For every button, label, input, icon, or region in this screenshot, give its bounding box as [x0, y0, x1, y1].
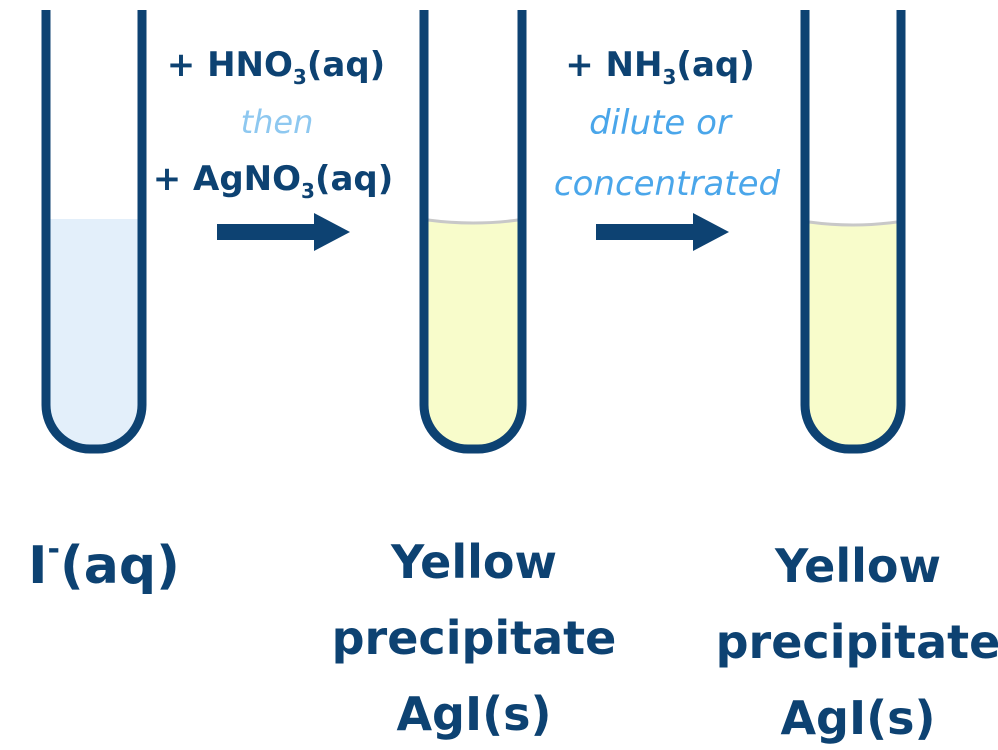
concentrated-note: concentrated: [554, 164, 781, 204]
yellow-precipitate: [809, 222, 897, 445]
svg-text:AgI(s): AgI(s): [396, 687, 551, 741]
meniscus: [808, 220, 898, 227]
iodide-solution: [50, 219, 138, 445]
tube-outline: [800, 10, 906, 454]
then-note: then: [241, 103, 314, 141]
tube-outline: [41, 10, 147, 454]
test-tube-precipitate-2: [800, 10, 906, 454]
label-precipitate-1: Yellow precipitate AgI(s): [332, 535, 617, 741]
reagent-nh3: + NH3(aq): [565, 45, 755, 89]
svg-text:precipitate: precipitate: [716, 615, 998, 669]
svg-text:precipitate: precipitate: [332, 611, 617, 665]
dilute-note: dilute or: [589, 103, 733, 143]
label-precipitate-2: Yellow precipitate AgI(s): [716, 539, 998, 745]
arrow-right-icon: [217, 213, 350, 251]
svg-text:Yellow: Yellow: [390, 535, 557, 589]
label-iodide: I-(aq): [28, 532, 180, 596]
svg-text:Yellow: Yellow: [774, 539, 941, 593]
svg-text:AgI(s): AgI(s): [780, 691, 935, 745]
tube-outline: [419, 10, 527, 454]
test-tube-iodide: [41, 10, 147, 454]
meniscus: [427, 218, 519, 225]
reagent-hno3: + HNO3(aq): [167, 45, 385, 89]
test-tube-precipitate-1: [419, 10, 527, 454]
arrow-right-icon: [596, 213, 729, 251]
yellow-precipitate: [428, 220, 518, 445]
reagent-agno3: + AgNO3(aq): [153, 159, 394, 203]
